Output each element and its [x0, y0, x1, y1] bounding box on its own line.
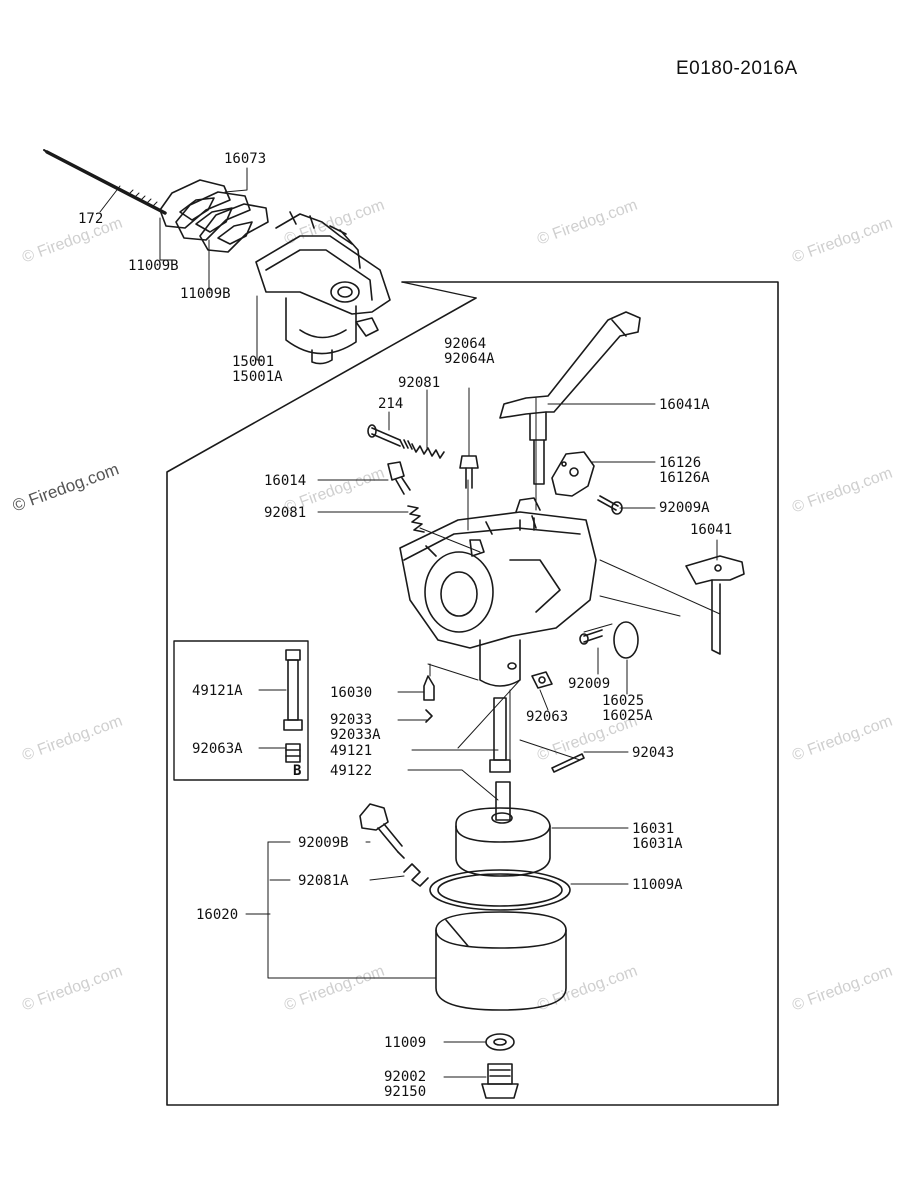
part-label: 16031: [632, 821, 675, 837]
part-label: 16025: [602, 693, 645, 709]
part-label: 11009B: [180, 286, 231, 302]
part-label: 92150: [384, 1084, 427, 1100]
lever-16041A-drawing: [499, 311, 641, 485]
part-label: 92064: [444, 336, 487, 352]
bolt-92002-drawing: [481, 1063, 519, 1099]
screw-92009B-drawing: [359, 803, 405, 859]
part-label: 214: [378, 396, 404, 412]
part-label: 49122: [330, 763, 373, 779]
part-label: 92002: [384, 1069, 427, 1085]
part-label: 92009B: [298, 835, 349, 851]
screw-16014-drawing: [387, 461, 411, 495]
part-label: 16025A: [602, 708, 653, 724]
part-label: 92081: [398, 375, 441, 391]
part-label-pair: 92064 92064A: [444, 337, 495, 367]
part-label: 49121: [330, 743, 373, 759]
plate-16126-drawing: [551, 451, 595, 497]
spring-92081-top-drawing: [411, 443, 445, 459]
part-label: 16031A: [632, 836, 683, 852]
carburetor-body-drawing: [399, 497, 597, 687]
part-label-pair: 92033 92033A: [330, 713, 381, 743]
part-label: 92009: [568, 676, 611, 692]
inset-letter: B: [293, 763, 302, 779]
needle-16030-drawing: [423, 675, 435, 701]
float-16031-drawing: [455, 807, 551, 877]
carburetor-small-drawing: [255, 211, 391, 365]
spring-92081-mid-drawing: [407, 505, 425, 533]
part-label: 16073: [224, 151, 267, 167]
part-label: 16126: [659, 455, 702, 471]
explode-lines: [419, 397, 721, 761]
washer-11009-drawing: [485, 1033, 515, 1051]
part-label: 92081A: [298, 873, 349, 889]
leader-lines: [245, 387, 718, 1078]
part-label-pair: 16025 16025A: [602, 694, 653, 724]
part-label: 16030: [330, 685, 373, 701]
gasket-11009A-drawing: [429, 869, 571, 911]
document-code: E0180-2016A: [676, 58, 798, 79]
part-label: 16014: [264, 473, 307, 489]
part-label-pair: 16126 16126A: [659, 456, 710, 486]
part-label: 92033A: [330, 727, 381, 743]
screw-92063-drawing: [531, 671, 553, 689]
part-label: 16041: [690, 522, 733, 538]
part-label: 15001A: [232, 369, 283, 385]
screw-214-drawing: [367, 424, 413, 450]
part-label: 172: [78, 211, 104, 227]
screw-92009A-drawing: [597, 495, 623, 515]
part-label: 11009: [384, 1035, 427, 1051]
part-label: 16126A: [659, 470, 710, 486]
part-label: 92033: [330, 712, 373, 728]
detail-frame: [166, 281, 779, 1106]
plate-16025-drawing: [613, 621, 639, 659]
pin-92043-drawing: [551, 753, 585, 773]
spring-92081A-drawing: [403, 863, 429, 887]
part-label-pair: 16031 16031A: [632, 822, 683, 852]
part-label: 92043: [632, 745, 675, 761]
part-label: 92063A: [192, 741, 243, 757]
part-label: 92009A: [659, 500, 710, 516]
lever-16041-drawing: [685, 555, 745, 655]
part-label: 92081: [264, 505, 307, 521]
screw-92064-drawing: [459, 455, 479, 489]
part-label: 92064A: [444, 351, 495, 367]
tube-49121-drawing: [489, 697, 511, 773]
rod-172-drawing: [43, 149, 167, 215]
part-label: 16020: [196, 907, 239, 923]
part-label: 11009A: [632, 877, 683, 893]
part-label-pair: 15001 15001A: [232, 355, 283, 385]
inset-b-box: [173, 640, 309, 781]
screw-92009-drawing: [579, 629, 603, 645]
gasket-top-drawing: [159, 179, 269, 253]
part-label: 15001: [232, 354, 275, 370]
part-label: 49121A: [192, 683, 243, 699]
part-label: 92063: [526, 709, 569, 725]
part-label: 11009B: [128, 258, 179, 274]
part-label-pair: 92002 92150: [384, 1070, 426, 1100]
inset-b-parts-drawing: [283, 649, 303, 763]
bowl-16020-drawing: [435, 911, 567, 1011]
part-label: 16041A: [659, 397, 710, 413]
